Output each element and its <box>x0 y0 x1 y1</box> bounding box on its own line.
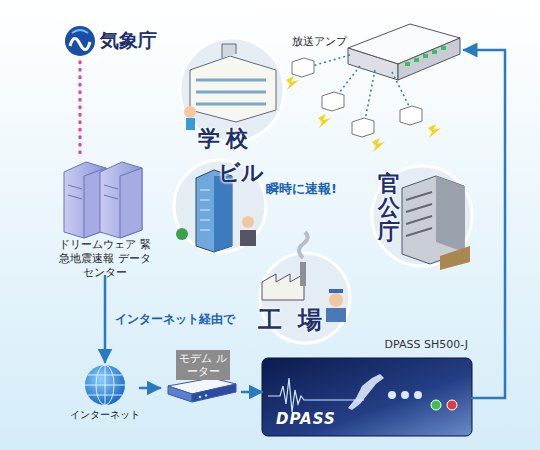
dpass-device <box>262 358 472 436</box>
flow-arrow <box>140 387 160 390</box>
node-label: 工場 <box>258 304 364 336</box>
flow-arrow <box>464 50 505 398</box>
node-label: 放送アンプ <box>292 34 352 49</box>
node-label: ドリームウェア 緊急地震速報 データセンター <box>55 238 155 279</box>
building-node: ビル <box>172 158 268 254</box>
amp-node: 放送アンプ <box>292 22 464 84</box>
flow-arrow <box>104 276 107 362</box>
speaker-bolts <box>286 76 441 152</box>
broadcast-amp <box>348 24 460 80</box>
modem-router <box>168 378 236 402</box>
edge-label: インターネット経由で <box>115 311 235 328</box>
node-label: モデム ルーター <box>176 350 230 380</box>
internet-node: インターネット <box>70 362 140 424</box>
jma-logo <box>65 26 95 56</box>
internet-globe <box>85 365 125 405</box>
node-label: 気象庁 <box>100 28 172 54</box>
node-label: ビル <box>218 158 268 188</box>
node-label: DPASS SH500-J <box>262 338 472 352</box>
dpass-node: DPASS SH500-J DPASS <box>262 338 472 438</box>
callout-text: 瞬時に速報! <box>266 180 337 198</box>
dotted-link <box>78 62 82 158</box>
agency-node: 気象庁 <box>60 20 172 62</box>
node-label: 官公庁 <box>378 172 400 245</box>
flow-arrow <box>242 391 262 394</box>
device-logo: DPASS <box>276 410 356 428</box>
school-node: 学校 <box>172 32 290 154</box>
node-label: 学校 <box>198 124 290 154</box>
government-node: 官公庁 <box>372 162 474 274</box>
speaker-icon <box>292 58 422 137</box>
modem-node: モデム ルーター <box>160 350 242 406</box>
node-label: インターネット <box>70 408 140 422</box>
server-icon <box>64 162 142 238</box>
factory-node: 工場 <box>252 252 364 344</box>
speaker-wires <box>305 55 410 120</box>
datacenter-node: ドリームウェア 緊急地震速報 データセンター <box>55 158 155 276</box>
government-building <box>372 166 472 270</box>
